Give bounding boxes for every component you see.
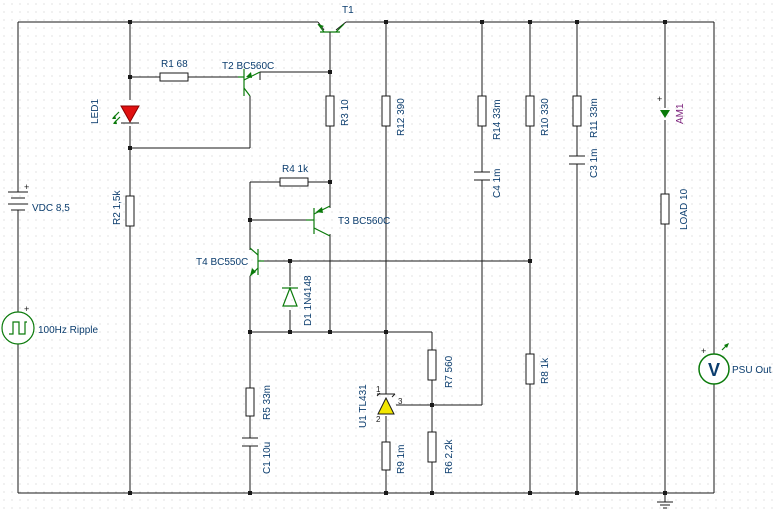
ripple-plus-mark: + (24, 304, 29, 314)
r8-resistor[interactable] (525, 353, 535, 385)
u1-pin3: 3 (398, 397, 403, 406)
r5-label: R5 33m (262, 385, 273, 420)
c3-capacitor[interactable] (569, 155, 585, 165)
ground-symbol (657, 501, 673, 509)
r10-label: R10 330 (540, 98, 551, 136)
led1-label: LED1 (90, 99, 101, 124)
c3-label: C3 1m (589, 149, 600, 178)
r4-resistor[interactable] (279, 177, 309, 187)
d1-label: D1 1N4148 (303, 275, 314, 326)
t2-transistor[interactable] (238, 69, 261, 97)
voltmeter-plus-mark: + (701, 346, 706, 356)
r7-resistor[interactable] (427, 349, 437, 381)
t2-label: T2 BC560C (222, 61, 274, 72)
psu-out-label: PSU Out (732, 365, 772, 376)
t1-transistor[interactable] (317, 21, 347, 38)
t1-label: T1 (342, 5, 354, 16)
r12-label: R12 390 (396, 98, 407, 136)
led1-diode[interactable] (112, 105, 140, 124)
r5-resistor[interactable] (245, 387, 255, 417)
vdc-label: VDC 8,5 (32, 203, 70, 214)
t3-label: T3 BC560C (338, 216, 390, 227)
r11-label: R11 33m (589, 98, 600, 138)
c4-label: C4 1m (492, 169, 503, 198)
t4-label: T4 BC550C (196, 257, 248, 268)
resistors (125, 72, 670, 471)
u1-label: U1 TL431 (358, 384, 369, 428)
r2-label: R2 1,5k (112, 190, 123, 225)
r14-label: R14 33m (492, 99, 503, 140)
wires (17, 21, 715, 502)
voltmeter-symbol: V (708, 360, 720, 380)
load-resistor[interactable] (660, 193, 670, 225)
r6-label: R6 2,2k (444, 439, 455, 474)
r2-resistor[interactable] (125, 195, 135, 227)
c1-label: C1 10u (262, 442, 273, 474)
r1-resistor[interactable] (159, 72, 189, 82)
ripple-source[interactable] (1, 311, 35, 345)
r7-label: R7 560 (444, 355, 455, 388)
r3-resistor[interactable] (325, 95, 335, 127)
t4-transistor[interactable] (249, 247, 264, 277)
vdc-plus-mark: + (24, 182, 29, 192)
r12-resistor[interactable] (381, 95, 391, 127)
r11-resistor[interactable] (572, 95, 582, 127)
c4-capacitor[interactable] (474, 171, 490, 181)
c1-capacitor[interactable] (242, 437, 258, 447)
u1-pin1: 1 (376, 385, 381, 394)
r14-resistor[interactable] (477, 95, 487, 127)
am1-ammeter[interactable] (660, 110, 670, 118)
load-label: LOAD 10 (679, 188, 690, 230)
d1-diode[interactable] (282, 286, 298, 307)
component-labels: T1 R1 68 T2 BC560C R4 1k T3 BC560C T4 BC… (32, 5, 772, 474)
psu-out-voltmeter[interactable]: V (698, 343, 730, 385)
r8-label: R8 1k (540, 357, 551, 384)
am1-plus-mark: + (657, 94, 662, 104)
u1-pin2: 2 (376, 415, 381, 424)
r1-label: R1 68 (161, 59, 188, 70)
junction-dots (128, 20, 667, 495)
r9-label: R9 1m (396, 445, 407, 474)
r6-resistor[interactable] (427, 431, 437, 463)
r3-label: R3 10 (340, 99, 351, 126)
u1-regulator[interactable] (376, 392, 396, 415)
am1-label: AM1 (675, 103, 686, 124)
r4-label: R4 1k (282, 164, 309, 175)
t3-transistor[interactable] (306, 205, 331, 237)
ripple-label: 100Hz Ripple (38, 325, 98, 336)
r10-resistor[interactable] (525, 95, 535, 127)
r9-resistor[interactable] (381, 441, 391, 471)
capacitors (242, 155, 585, 447)
vdc-battery[interactable] (8, 191, 28, 216)
